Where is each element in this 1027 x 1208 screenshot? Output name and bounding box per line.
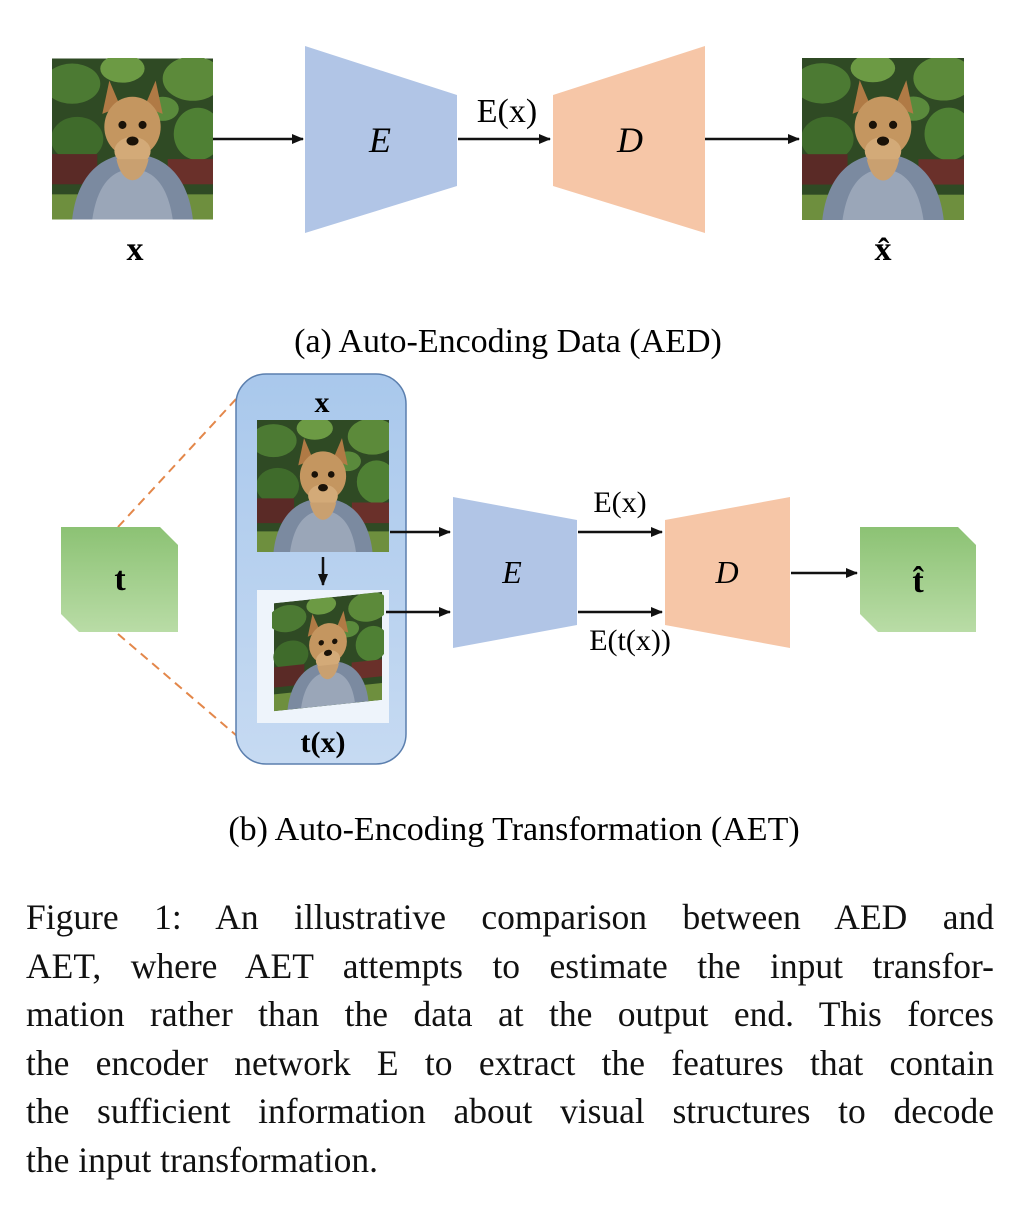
decoder-b-label: D [714, 554, 738, 590]
latent-original-label: E(x) [593, 486, 646, 519]
encoder-trapezoid [305, 46, 457, 233]
encoder-b-trapezoid [453, 497, 577, 648]
figure-caption: Figure 1: An illustrative comparison bet… [0, 893, 1027, 1193]
decoder-label: D [616, 120, 643, 160]
transformed-tx-label: t(x) [301, 726, 346, 759]
output-t-hat-box [860, 527, 976, 632]
dashed-connector-bottom [117, 633, 238, 737]
decoder-b-trapezoid [665, 497, 790, 648]
panel-a: x E E(x) D x̂ (a) Auto-Encoding Data (AE… [52, 46, 964, 360]
figure-caption-line-4: the encoder network E to extract the fea… [26, 1042, 994, 1083]
figure-caption-line-1: Figure 1: An illustrative comparison bet… [26, 897, 994, 937]
output-xhat-label: x̂ [875, 231, 892, 268]
encoder-label: E [368, 120, 391, 160]
dashed-connector-top [117, 397, 238, 528]
transform-t-label: t [114, 561, 126, 598]
latent-transformed-label: E(t(x)) [589, 624, 671, 657]
original-dog-photo-icon [257, 420, 389, 552]
transformed-dog-photo-icon [272, 591, 384, 712]
original-x-label: x [315, 386, 330, 419]
caption-b: (b) Auto-Encoding Transformation (AET) [228, 811, 799, 848]
decoder-trapezoid [553, 46, 705, 233]
transform-t-box [61, 527, 178, 632]
encoder-b-label: E [501, 554, 522, 590]
panel-b: t x t(x) E E(x) E(t(x)) D t̂ (b) Auto-En… [61, 373, 976, 848]
figure-caption-line-2: AET, where AET attempts to estimate the … [26, 945, 994, 986]
output-t-hat-label: t̂ [912, 563, 924, 600]
latent-label: E(x) [477, 93, 537, 130]
figure-caption-line-5: the sufficient information about visual … [26, 1091, 994, 1132]
output-dog-photo-icon [802, 58, 964, 220]
input-dog-photo-icon [52, 58, 213, 220]
input-x-label: x [127, 231, 144, 268]
caption-a: (a) Auto-Encoding Data (AED) [294, 323, 722, 360]
figure-caption-line-3: mation rather than the data at the outpu… [26, 994, 994, 1035]
figure-caption-line-6: the input transformation. [26, 1140, 378, 1180]
